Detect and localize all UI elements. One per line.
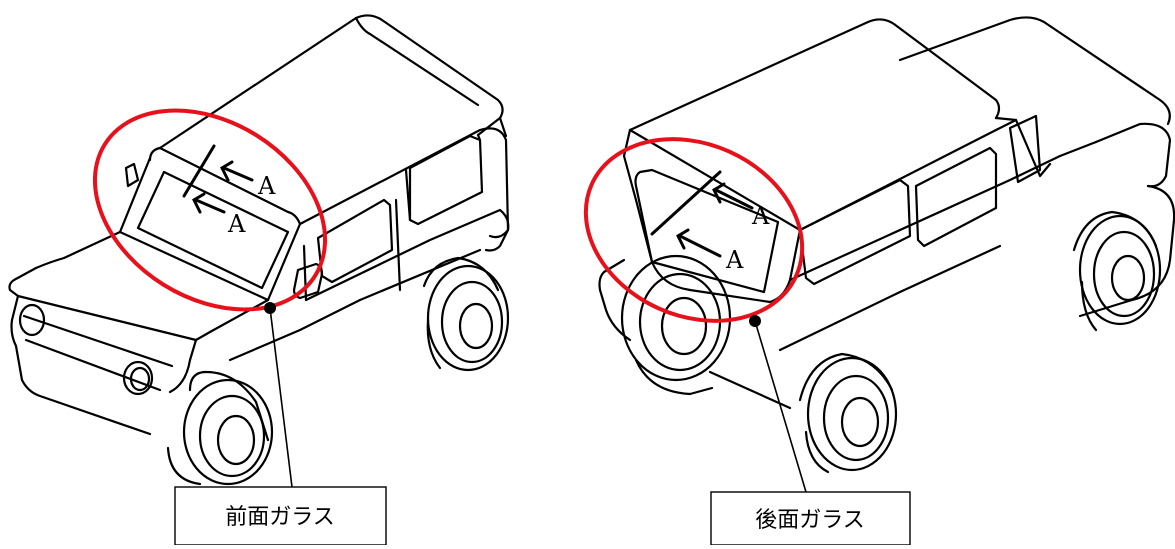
section-line [650,170,722,236]
arrow-lower-head [192,192,206,214]
front-section-marks [182,144,254,214]
rear-callout-label: 後面ガラス [755,508,865,533]
rear-callout-box [710,491,911,546]
arrow-lower-shaft [678,234,722,258]
front-vehicle-drawing [8,14,510,486]
rear-glass-highlight-ellipse [583,137,805,323]
front-callout-label: 前面ガラス [225,505,335,530]
arrow-upper-head [712,182,726,204]
front-section-mark-lower: A [227,210,246,238]
rear-callout-leader [754,320,807,493]
arrow-upper-head [220,160,234,182]
arrow-lower-shaft [194,198,226,214]
rear-section-marks [650,170,754,258]
rear-section-mark-upper: A [751,202,770,230]
front-glass-highlight-ellipse [92,108,328,312]
arrow-lower-head [676,228,690,250]
front-callout-box [174,486,387,546]
rear-vehicle-drawing [598,16,1175,474]
arrow-upper-shaft [222,166,254,182]
front-section-mark-upper: A [257,172,276,200]
section-line [182,144,216,198]
arrow-upper-shaft [714,188,754,210]
rear-section-mark-lower: A [725,246,744,274]
front-callout-leader [269,307,293,488]
